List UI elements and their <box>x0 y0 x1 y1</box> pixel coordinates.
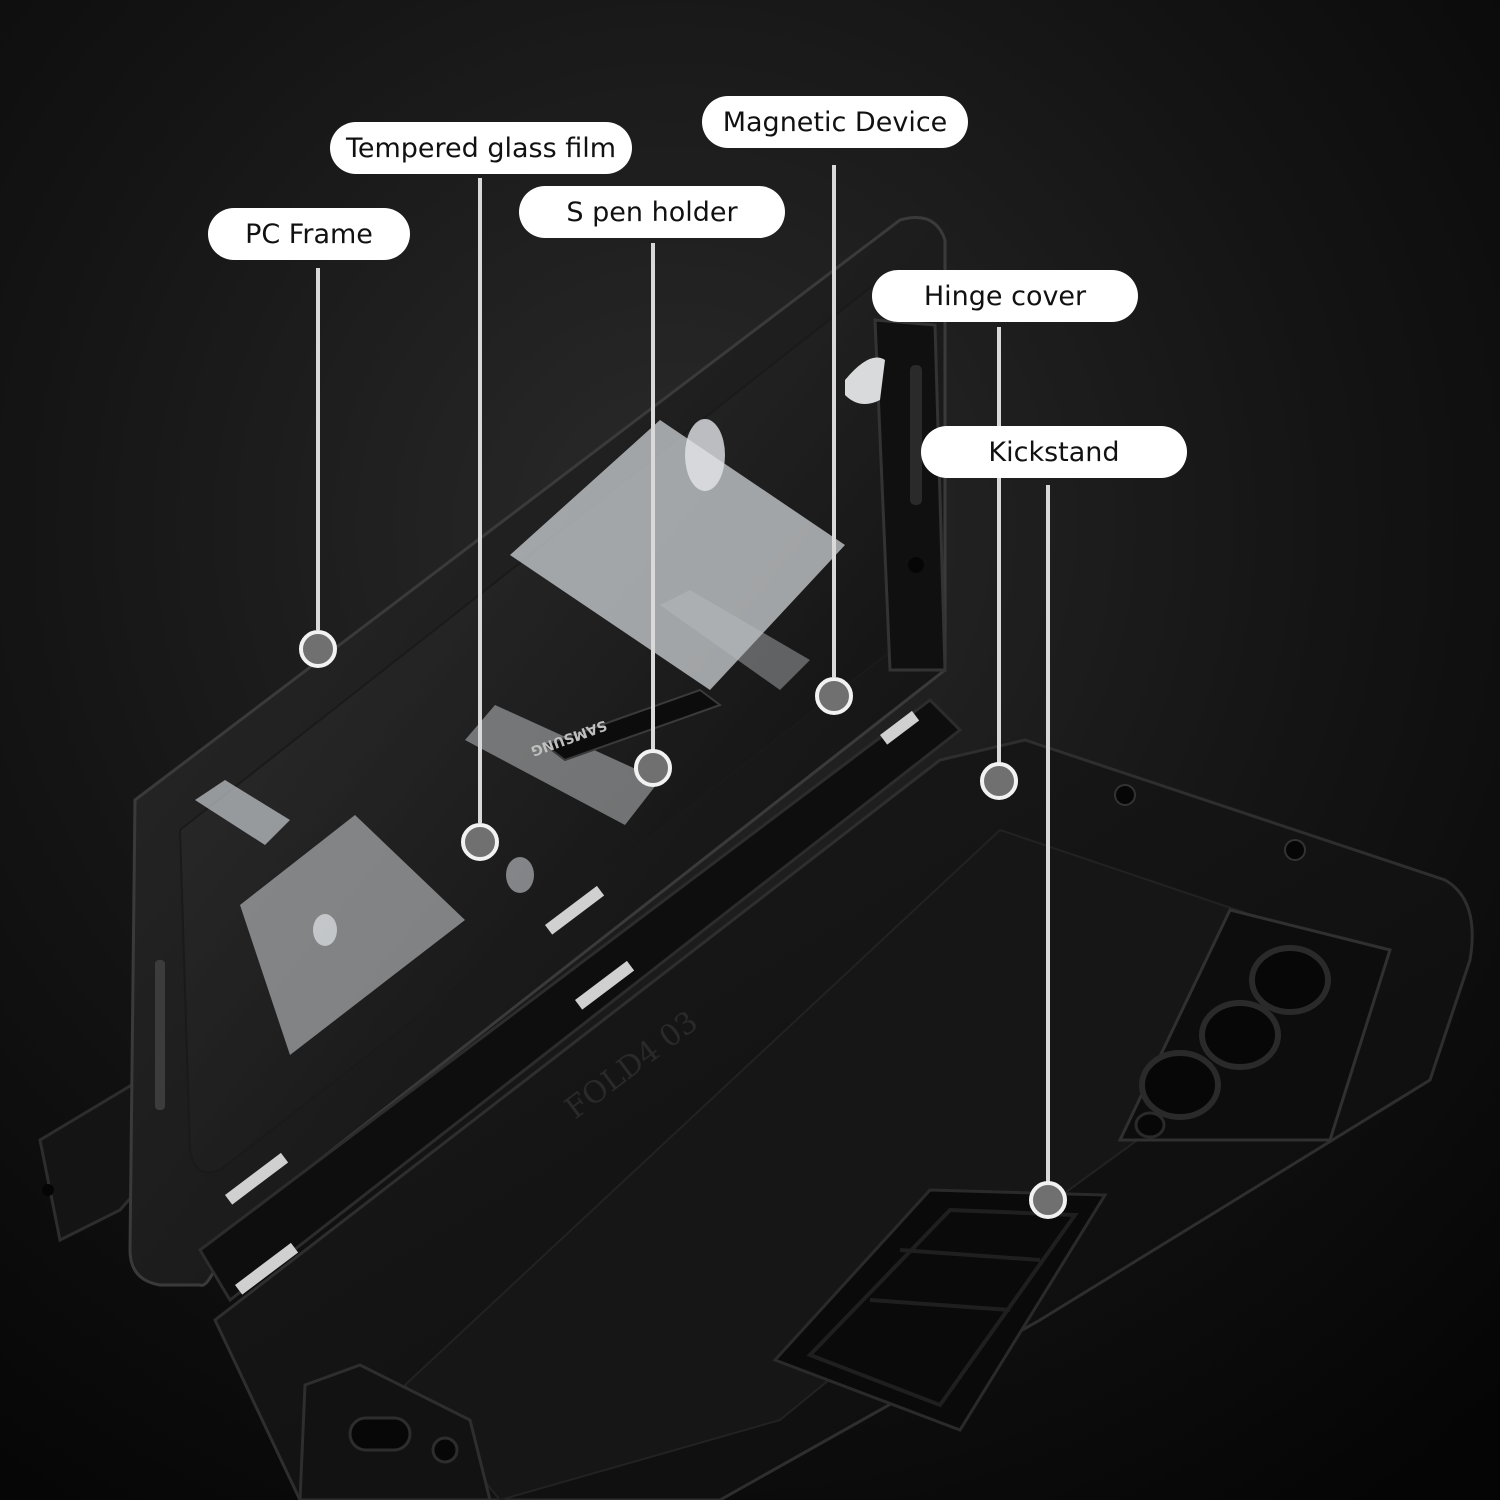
marker-hinge-cover <box>980 762 1018 800</box>
back-case: FOLD4 03 <box>213 738 1474 1500</box>
speaker-grille <box>155 960 165 1110</box>
callout-kickstand: Kickstand <box>921 426 1187 478</box>
glass-reflection <box>510 420 845 690</box>
glass-reflection <box>195 780 290 845</box>
leader-line-s-pen-holder <box>651 243 655 753</box>
camera-cutout <box>1117 908 1392 1142</box>
glass-reflection <box>660 590 810 690</box>
marker-s-pen-holder <box>634 749 672 787</box>
marker-magnetic-device <box>815 677 853 715</box>
callout-s-pen-holder: S pen holder <box>519 186 785 238</box>
hinge-strip <box>198 698 963 1303</box>
leader-line-magnetic-device <box>832 165 836 677</box>
leader-line-tempered-glass <box>478 178 482 823</box>
hinge-column <box>845 318 947 672</box>
glass-reflection <box>240 815 465 1055</box>
callout-pc-frame: PC Frame <box>208 208 410 260</box>
callout-hinge-cover: Hinge cover <box>872 270 1138 322</box>
glass-reflection <box>465 705 660 825</box>
front-panel <box>128 216 947 1287</box>
callout-tempered-glass-film: Tempered glass film <box>330 122 632 174</box>
glass-reflection <box>313 914 337 946</box>
glass-reflection <box>506 857 534 893</box>
bottom-ports <box>298 1363 492 1500</box>
marker-tempered-glass <box>461 823 499 861</box>
leader-line-pc-frame <box>316 268 320 630</box>
marker-pc-frame <box>299 630 337 668</box>
glass-reflection <box>685 419 725 491</box>
marker-kickstand <box>1029 1181 1067 1219</box>
leader-line-hinge-cover <box>997 327 1001 765</box>
callout-magnetic-device: Magnetic Device <box>702 96 968 148</box>
leader-line-kickstand <box>1046 485 1050 1183</box>
